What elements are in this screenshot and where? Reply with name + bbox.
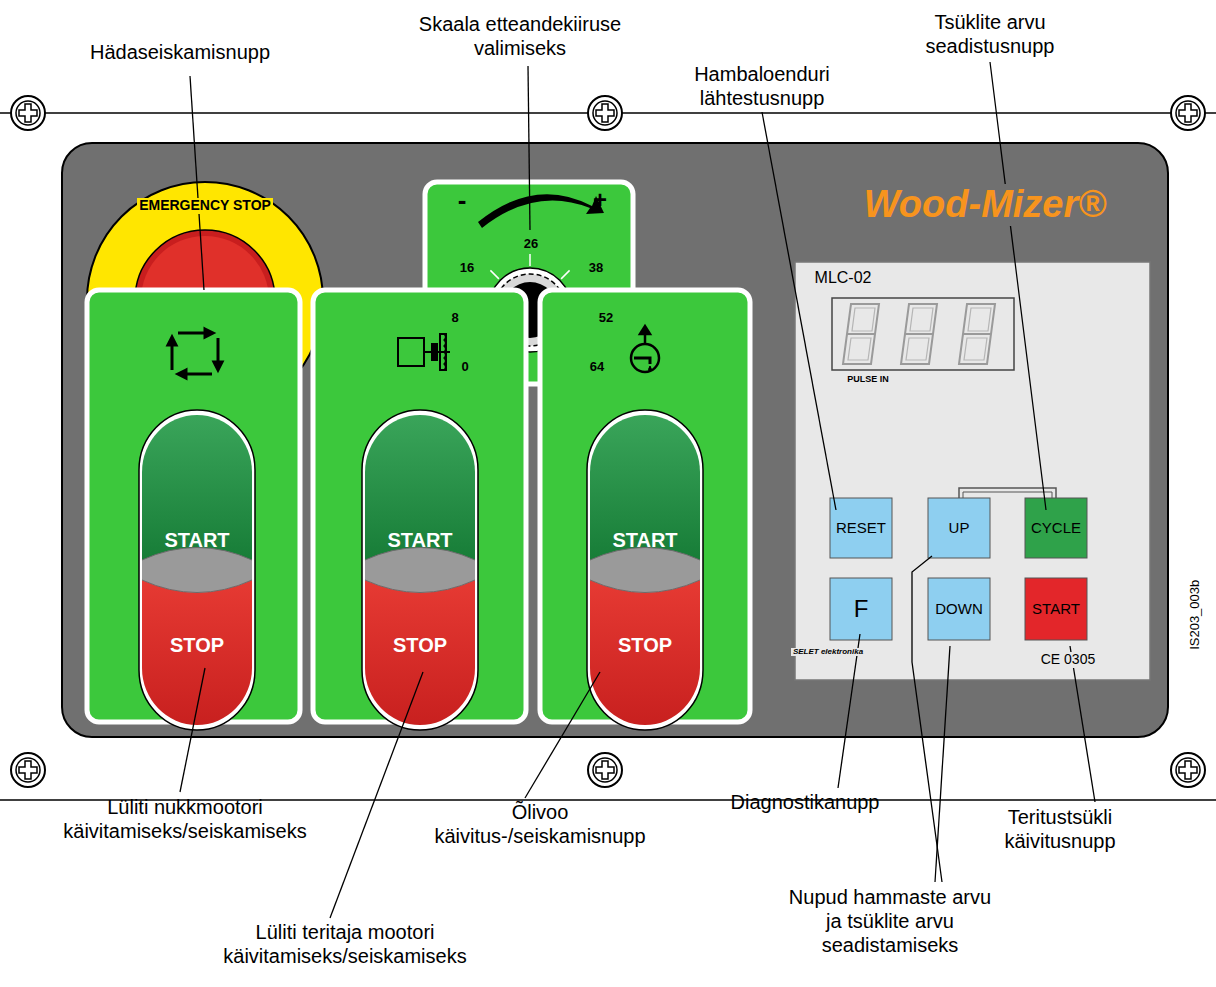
callout-label: Diagnostikanupp [705,790,905,814]
panel-element: DOWN [928,578,990,640]
panel-element: START STOP [540,290,750,722]
callout-label: Õlivoo käivitus-/seiskamisnupp [415,800,665,848]
panel-text: + [593,187,607,213]
panel-text: START [1032,601,1080,618]
callout-label: Lüliti nukkmootori käivitamiseks/seiskam… [40,795,330,843]
callout-label: Hädaseiskamisnupp [60,40,300,64]
panel-text: START [387,529,452,551]
panel-text: 0 [461,360,468,374]
panel-element: START STOP [313,290,526,722]
panel-text: RESET [836,520,886,537]
panel-element: RESET [830,498,892,558]
callout-label: Teritustsükli käivitusnupp [980,805,1140,853]
panel-element: CYCLE [1025,498,1087,558]
panel-element: - +0 8 16 26 38 52 64 [425,182,633,384]
panel-text: 64 [590,360,604,374]
panel-element: EMERGENCY STOP [87,182,323,418]
panel-element: START STOP [87,290,300,722]
callout-label: Skaala etteandekiiruse valimiseks [395,12,645,60]
panel-text: 38 [589,261,603,275]
drawing-id: IS203_003b [1187,580,1203,650]
control-panel: Wood-Mizer®EMERGENCY STOP-+081626385264S… [62,143,1168,737]
panel-text: STOP [618,634,672,656]
panel-text: START [164,529,229,551]
panel-text: F [854,596,869,622]
callout-label: Lüliti teritaja mootori käivitamiseks/se… [195,920,495,968]
panel-text: UP [949,520,970,537]
controller-module: MLC-02PULSE INSELET elektronikaCE 0305RE… [795,262,1150,680]
panel-text: 8 [451,311,458,325]
panel-element: F [830,578,892,640]
panel-text: STOP [393,634,447,656]
panel-text: SELET elektronika [791,648,865,657]
panel-text: Wood-Mizer® [862,184,1109,226]
panel-element: START [1025,578,1087,640]
panel-text: STOP [170,634,224,656]
panel-text: PULSE IN [845,375,891,385]
panel-text: START [612,529,677,551]
panel-text: 52 [599,311,613,325]
callout-label: Tsüklite arvu seadistusnupp [890,10,1090,58]
panel-text: 26 [524,237,538,251]
panel-text: - [458,186,467,215]
panel-element: UP [928,498,990,558]
callout-label: Hambaloenduri lähtestusnupp [662,62,862,110]
panel-text: MLC-02 [813,269,874,287]
panel-text: 16 [460,261,474,275]
panel-text: CYCLE [1031,520,1081,537]
panel-text: DOWN [935,601,983,618]
panel-text: CE 0305 [1039,652,1097,667]
panel-text: EMERGENCY STOP [137,198,273,213]
callout-label: Nupud hammaste arvu ja tsüklite arvu sea… [783,885,998,957]
